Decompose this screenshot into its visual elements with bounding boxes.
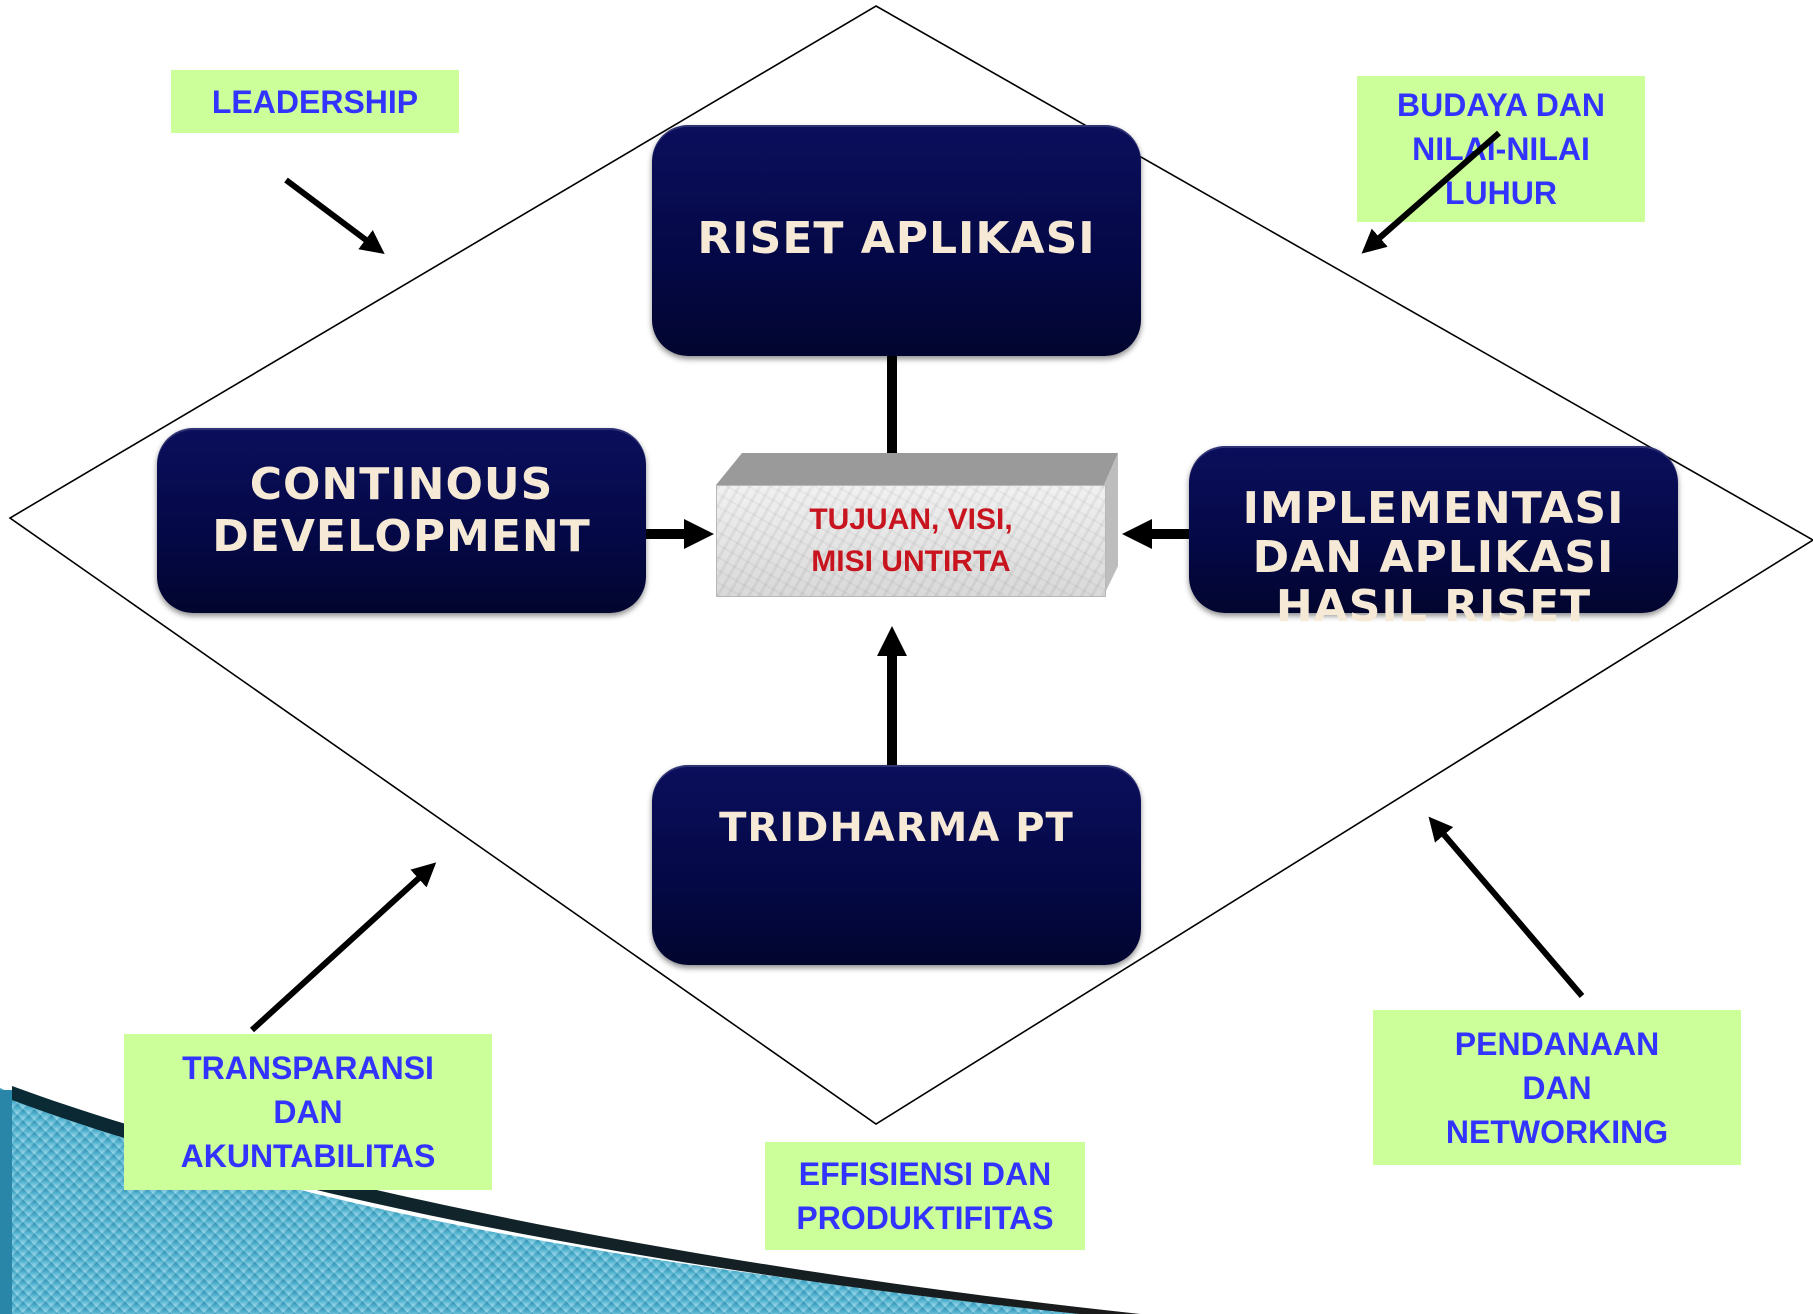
budaya-label: BUDAYA DAN NILAI-NILAI LUHUR <box>1396 87 1606 211</box>
pendanaan-label: PENDANAAN DAN NETWORKING <box>1445 1025 1669 1150</box>
corner-swoosh-decor <box>0 1086 1140 1314</box>
arrow-transparansi <box>249 862 437 1033</box>
implementasi-box: IMPLEMENTASI DAN APLIKASI HASIL RISET <box>1189 446 1678 631</box>
tridharma-label: TRIDHARMA PT <box>719 805 1074 851</box>
riset-aplikasi-box: RISET APLIKASI <box>652 125 1141 356</box>
tridharma-box: TRIDHARMA PT <box>652 765 1141 965</box>
leadership-label-box: LEADERSHIP <box>171 70 459 133</box>
diamond-outline <box>8 5 1813 1125</box>
tujuan-visi-misi-label: TUJUAN, VISI, MISI UNTIRTA <box>809 503 1013 578</box>
budaya-label-box: BUDAYA DAN NILAI-NILAI LUHUR <box>1357 76 1645 222</box>
transparansi-label-box: TRANSPARANSI DAN AKUNTABILITAS <box>124 1034 492 1190</box>
effisiensi-label-box: EFFISIENSI DAN PRODUKTIFITAS <box>765 1142 1085 1250</box>
leadership-label: LEADERSHIP <box>211 83 419 120</box>
arrow-leadership <box>284 177 385 255</box>
center-block-side-face <box>1104 453 1118 595</box>
riset-aplikasi-label: RISET APLIKASI <box>697 212 1096 264</box>
transparansi-label: TRANSPARANSI DAN AKUNTABILITAS <box>180 1050 436 1174</box>
pendanaan-label-box: PENDANAAN DAN NETWORKING <box>1373 1010 1741 1165</box>
implementasi-label: IMPLEMENTASI DAN APLIKASI HASIL RISET <box>1242 483 1625 632</box>
tujuan-visi-misi-block: TUJUAN, VISI, MISI UNTIRTA <box>716 485 1106 597</box>
center-block-top-face <box>716 453 1118 485</box>
effisiensi-label: EFFISIENSI DAN PRODUKTIFITAS <box>796 1156 1054 1236</box>
continous-development-label: CONTINOUS DEVELOPMENT <box>212 458 591 562</box>
continous-development-box: CONTINOUS DEVELOPMENT <box>157 428 646 613</box>
arrow-pendanaan <box>1428 816 1585 998</box>
